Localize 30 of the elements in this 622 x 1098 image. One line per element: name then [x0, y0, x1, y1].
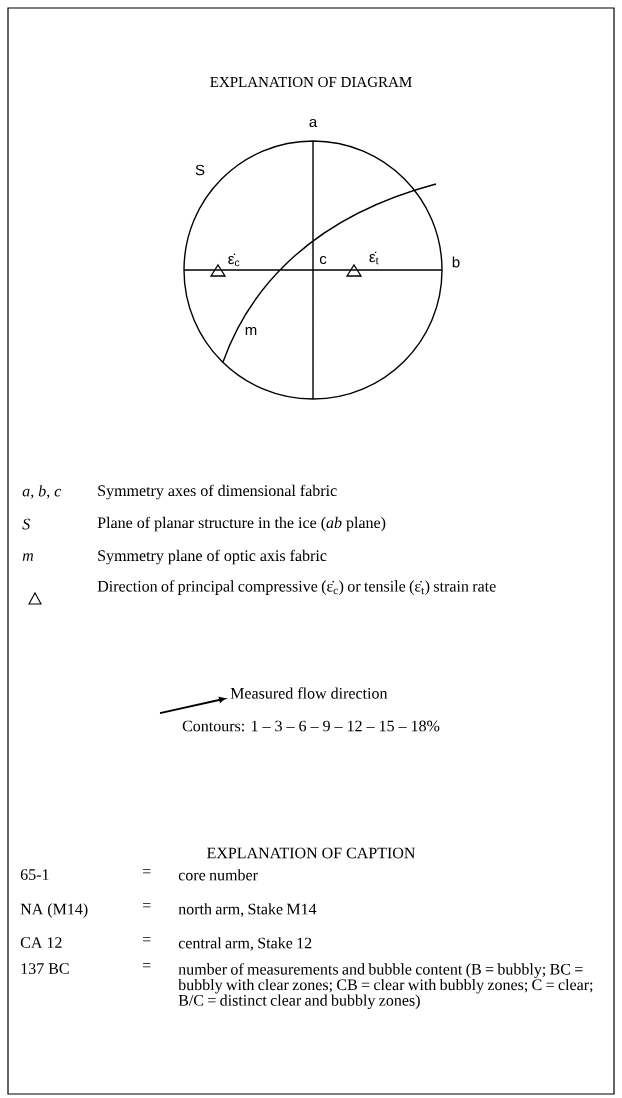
plane-label: S	[195, 164, 205, 176]
axis-label: c	[319, 255, 327, 265]
legend-text: Symmetry axes of dimensional fabric	[98, 484, 337, 500]
caption-code: NA (M14)	[20, 903, 88, 918]
arrow-label: Measured flow direction	[230, 687, 388, 699]
equals-sign: =	[143, 937, 151, 942]
caption-meaning: core number	[178, 869, 258, 881]
legend-symbol: a, b, c	[22, 485, 62, 499]
equals-sign: =	[143, 963, 151, 968]
strain-label: ε̇$_{c}$	[228, 253, 240, 267]
legend-text: Symmetry plane of optic axis fabric	[98, 549, 327, 565]
caption-meaning: north arm, Stake M14	[178, 903, 317, 917]
caption-meaning: number of measurements and bubble content (B = bubbly; BC = bubbly with clear zones; CB = clear with bubbly zones; C = clear; B/C = distinct clear and bubbly zones)	[178, 963, 593, 1010]
equals-sign: =	[143, 869, 151, 874]
caption-code: CA 12	[20, 937, 62, 948]
legend-text: Direction of principal compressive (ε̇$_{c}$) or tensile (ε̇$_{t}$) strain rate	[97, 580, 496, 595]
axis-label: b	[452, 256, 460, 268]
section-heading: EXPLANATION OF CAPTION	[207, 847, 416, 859]
equals-sign: =	[143, 903, 151, 908]
contour-note: Contours: 1 – 3 – 6 – 9 – 12 – 15 – 18%	[182, 720, 440, 732]
caption-code: 65-1	[20, 869, 49, 880]
legend-text: Plane of planar structure in the ice (ab plane)	[97, 516, 386, 532]
plane-label: m	[245, 327, 257, 336]
caption-meaning: central arm, Stake 12	[178, 937, 312, 951]
caption-code: 137 BC	[21, 963, 69, 974]
axis-label: a	[309, 118, 318, 128]
heading: EXPLANATION OF DIAGRAM	[210, 76, 412, 88]
strain-label: ε̇$_{t}$	[369, 251, 379, 265]
legend-symbol: m	[22, 553, 34, 561]
legend-symbol: S	[22, 518, 30, 530]
